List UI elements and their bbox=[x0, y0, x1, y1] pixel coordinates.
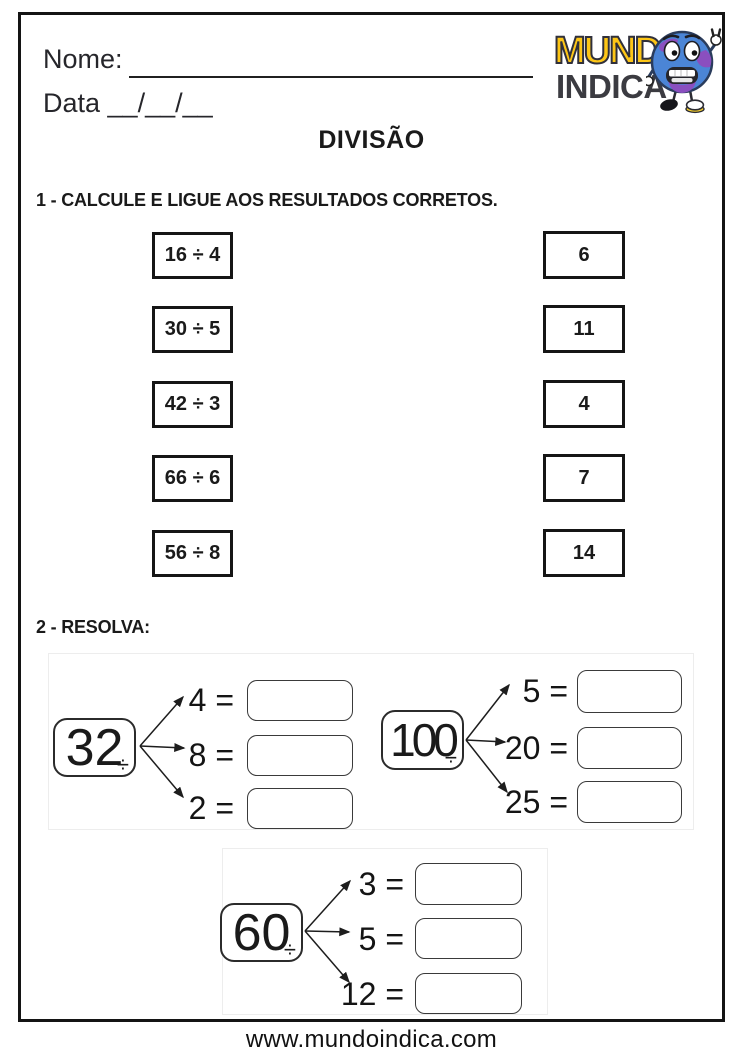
divisor-label-32-2: 2 = bbox=[188, 790, 234, 826]
answer-box-60-3[interactable] bbox=[415, 863, 522, 905]
divisor-label-60-3: 3 = bbox=[358, 865, 404, 902]
page-title: DIVISÃO bbox=[318, 126, 425, 154]
section2-heading: 2 - RESOLVA: bbox=[36, 617, 150, 637]
divide-icon: ÷ bbox=[116, 752, 129, 777]
answer-box-32-8[interactable] bbox=[247, 735, 353, 776]
globe-mascot-icon bbox=[646, 28, 722, 114]
divide-icon: ÷ bbox=[444, 745, 457, 770]
section1-heading: 1 - CALCULE E LIGUE AOS RESULTADOS CORRE… bbox=[36, 190, 498, 210]
dividend-value: 32 bbox=[65, 718, 124, 777]
divisor-label-32-4: 4 = bbox=[188, 682, 234, 718]
problem-box-1[interactable]: 16 ÷ 4 bbox=[152, 232, 233, 279]
divisor-label-100-25: 25 = bbox=[504, 784, 568, 820]
page-border bbox=[18, 12, 725, 1022]
name-label: Nome: bbox=[43, 44, 123, 74]
dividend-value: 60 bbox=[232, 903, 291, 962]
divisor-label-100-20: 20 = bbox=[504, 730, 568, 766]
divisor-label-32-8: 8 = bbox=[188, 737, 234, 773]
answer-box-100-5[interactable] bbox=[577, 670, 682, 713]
answer-box-100-20[interactable] bbox=[577, 727, 682, 769]
problem-box-2[interactable]: 30 ÷ 5 bbox=[152, 306, 233, 353]
answer-box-60-12[interactable] bbox=[415, 973, 522, 1014]
answer-box-60-5[interactable] bbox=[415, 918, 522, 959]
date-label: Data __/__/__ bbox=[43, 88, 213, 118]
result-box-3[interactable]: 4 bbox=[543, 380, 625, 428]
dividend-value: 100 bbox=[390, 714, 459, 766]
problem-box-5[interactable]: 56 ÷ 8 bbox=[152, 530, 233, 577]
name-fill-line[interactable] bbox=[129, 48, 533, 78]
divisor-label-60-5: 5 = bbox=[358, 920, 404, 957]
divide-icon: ÷ bbox=[283, 937, 296, 962]
answer-box-32-4[interactable] bbox=[247, 680, 353, 721]
diagrams-panel-top bbox=[48, 653, 694, 830]
problem-box-3[interactable]: 42 ÷ 3 bbox=[152, 381, 233, 428]
dividend-box-32: 32 ÷ bbox=[53, 718, 136, 777]
result-box-2[interactable]: 11 bbox=[543, 305, 625, 353]
website-url: www.mundoindica.com bbox=[245, 1026, 498, 1050]
divisor-label-100-5: 5 = bbox=[522, 673, 568, 709]
result-box-4[interactable]: 7 bbox=[543, 454, 625, 502]
dividend-box-60: 60 ÷ bbox=[220, 903, 303, 962]
result-box-1[interactable]: 6 bbox=[543, 231, 625, 279]
divisor-label-60-12: 12 = bbox=[340, 975, 404, 1012]
answer-box-32-2[interactable] bbox=[247, 788, 353, 829]
logo: MUNDO INDICA bbox=[553, 28, 728, 120]
answer-box-100-25[interactable] bbox=[577, 781, 682, 823]
dividend-box-100: 100 ÷ bbox=[381, 710, 464, 770]
problem-box-4[interactable]: 66 ÷ 6 bbox=[152, 455, 233, 502]
result-box-5[interactable]: 14 bbox=[543, 529, 625, 577]
